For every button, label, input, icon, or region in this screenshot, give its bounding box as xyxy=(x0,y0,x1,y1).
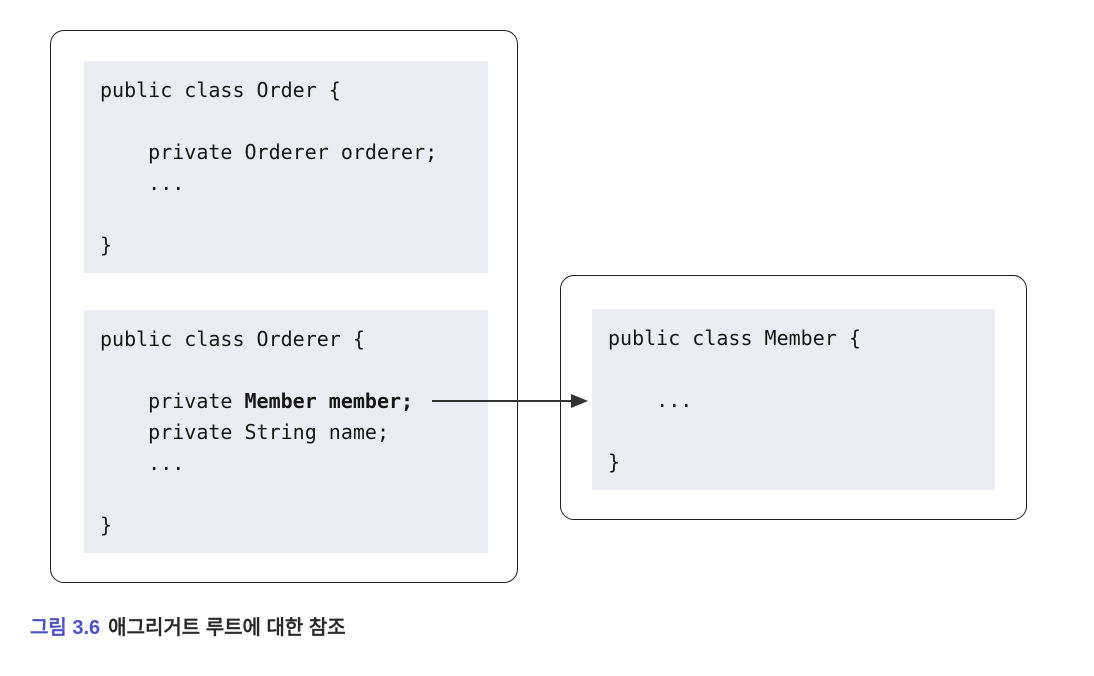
arrow-head-icon xyxy=(571,394,588,408)
order-class-code-block: public class Order { private Orderer ord… xyxy=(84,61,488,273)
arrow-line xyxy=(432,400,573,402)
member-class-code-block: public class Member { ... } xyxy=(592,309,995,490)
figure-number-label: 그림 3.6 xyxy=(30,617,101,639)
orderer-class-code-block: public class Orderer { private Member me… xyxy=(84,310,488,553)
figure-caption-text: 애그리거트 루트에 대한 참조 xyxy=(108,617,346,639)
code-segment-bold-member-field: Member member; xyxy=(244,389,414,413)
figure-caption: 그림 3.6 애그리거트 루트에 대한 참조 xyxy=(30,615,346,641)
code-segment-plain: public class Orderer { private xyxy=(100,327,365,413)
code-segment-plain: private String name; ... } xyxy=(100,420,389,537)
